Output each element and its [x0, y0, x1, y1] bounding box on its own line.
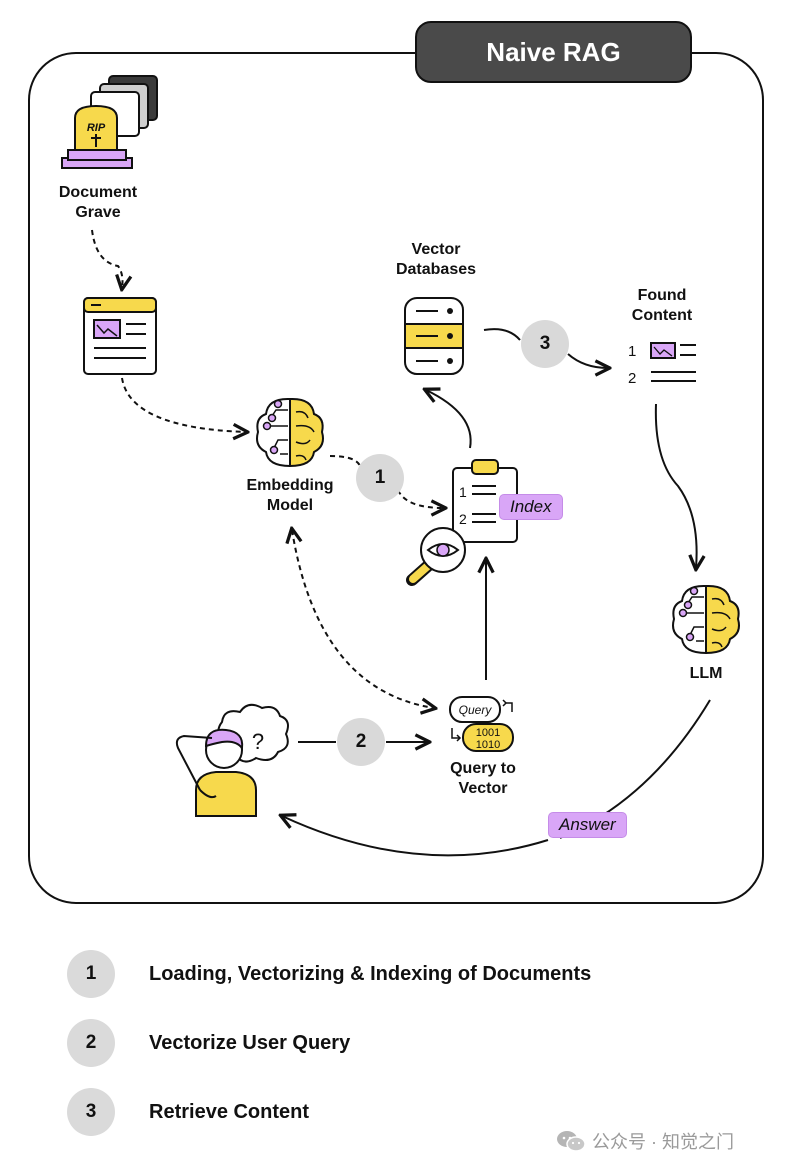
watermark-text: 公众号 · 知觉之门: [592, 1132, 734, 1152]
step-3-circle: 3: [521, 320, 569, 368]
document-grave-icon: RIP: [61, 75, 158, 169]
user-thinking-icon: ?: [175, 703, 289, 817]
binary-line-1: 1001: [476, 727, 500, 739]
found-item-2-number: 2: [628, 370, 636, 387]
found-item-1-number: 1: [628, 343, 636, 360]
rip-text: RIP: [87, 122, 106, 134]
legend-text-1: Loading, Vectorizing & Indexing of Docum…: [149, 962, 592, 985]
diagram-title-text: Naive RAG: [486, 36, 621, 67]
legend-number-3: 3: [67, 1088, 115, 1136]
llm-brain-icon: [672, 584, 740, 655]
document-grave-label: Document Grave: [58, 184, 138, 221]
vector-databases-label: Vector Databases: [395, 241, 477, 278]
index-clipboard-icon: 1 2: [452, 459, 518, 543]
document-card-icon: [83, 297, 157, 375]
step-1-number: 1: [374, 467, 386, 488]
legend-item-2: 2 Vectorize User Query: [67, 1019, 350, 1067]
answer-tag: Answer: [548, 812, 627, 838]
query-to-vector-label: Query to Vector: [450, 760, 516, 797]
binary-line-2: 1010: [476, 739, 500, 751]
step-2-number: 2: [355, 731, 367, 752]
legend-text-3: Retrieve Content: [149, 1100, 310, 1123]
wechat-icon: [557, 1131, 586, 1152]
found-content-label: Found Content: [631, 287, 693, 324]
legend-text-2: Vectorize User Query: [149, 1031, 351, 1054]
legend-number-1: 1: [67, 950, 115, 998]
found-content-list-icon: 1 2: [628, 342, 696, 387]
step-3-number: 3: [539, 333, 551, 354]
legend-item-3: 3 Retrieve Content: [67, 1088, 309, 1136]
vector-database-icon: [404, 297, 464, 375]
diagram-frame: [28, 52, 764, 904]
connector-arrows: [91, 229, 711, 857]
step-1-circle: 1: [356, 454, 404, 502]
legend-item-1: 1 Loading, Vectorizing & Indexing of Doc…: [67, 950, 591, 998]
question-mark-glyph: ?: [252, 729, 264, 754]
index-tag: Index: [499, 494, 563, 520]
embedding-model-label: Embedding Model: [246, 477, 334, 514]
diagram-title: Naive RAG: [415, 21, 692, 83]
index-item-2-number: 2: [459, 511, 467, 527]
query-to-vector-icon: Query 1001 1010: [449, 696, 514, 752]
llm-label: LLM: [689, 665, 723, 682]
index-item-1-number: 1: [459, 484, 467, 500]
query-bubble-text: Query: [459, 703, 493, 717]
watermark: 公众号 · 知觉之门: [556, 1128, 734, 1154]
step-2-circle: 2: [337, 718, 385, 766]
magnifier-eye-icon: [406, 527, 466, 586]
legend-number-2: 2: [67, 1019, 115, 1067]
embedding-model-brain-icon: [256, 397, 324, 468]
